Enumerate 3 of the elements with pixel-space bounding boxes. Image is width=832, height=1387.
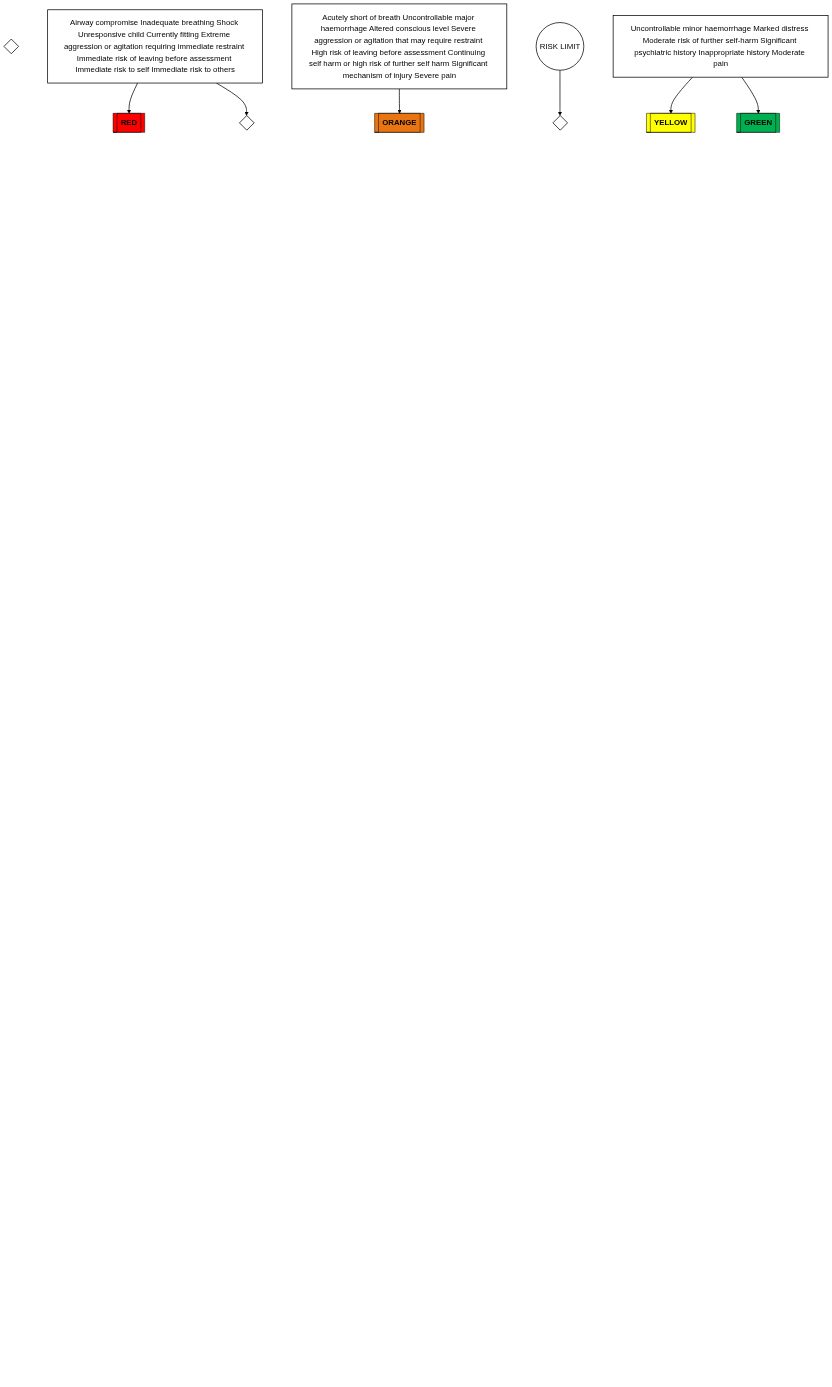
node-diamond (3, 38, 19, 55)
node-diamond (239, 115, 255, 131)
node-diamond (552, 115, 568, 131)
